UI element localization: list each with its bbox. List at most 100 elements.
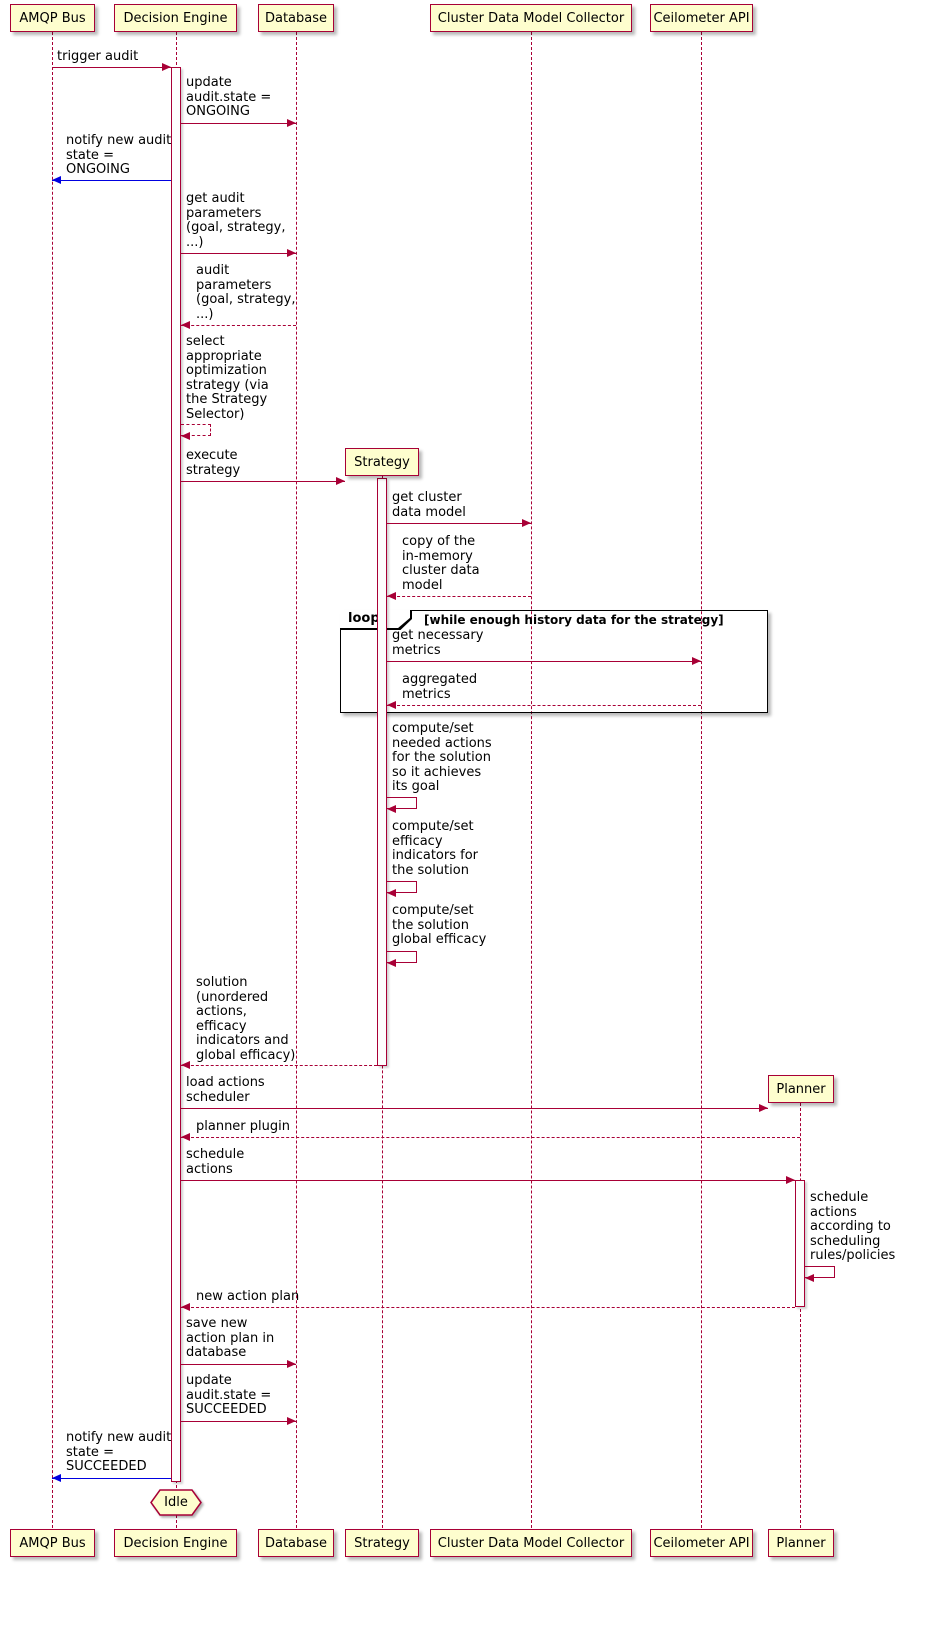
arrowhead: [162, 63, 171, 71]
idle-state-label: Idle: [164, 1495, 188, 1510]
activation-strategy: [377, 478, 387, 1066]
message-label: update audit.state = ONGOING: [186, 75, 272, 119]
arrowhead: [181, 1061, 190, 1069]
arrowhead: [336, 477, 345, 485]
participant-ceilometer-api-top: Ceilometer API: [650, 4, 753, 32]
hexagon-shape: [150, 1489, 202, 1516]
participant-amqp-bus-bottom: AMQP Bus: [10, 1529, 95, 1557]
message-arrow: [181, 325, 296, 326]
message-arrow: [387, 596, 531, 597]
message-arrow: [52, 1478, 171, 1479]
arrowhead: [522, 519, 531, 527]
lifeline-amqp-bus: [52, 32, 53, 1528]
message-arrow: [181, 481, 345, 482]
message-arrow: [181, 1364, 296, 1365]
message-label: execute strategy: [186, 448, 241, 478]
arrowhead: [287, 1417, 296, 1425]
arrowhead: [181, 1303, 190, 1311]
message-label: select appropriate optimization strategy…: [186, 334, 269, 422]
message-arrow: [181, 253, 296, 254]
activation-decision-engine: [171, 67, 181, 1482]
participant-decision-engine-bottom: Decision Engine: [114, 1529, 237, 1557]
message-arrow: [181, 1137, 800, 1138]
participant-amqp-bus-top: AMQP Bus: [10, 4, 95, 32]
message-label: save new action plan in database: [186, 1316, 275, 1360]
message-label: compute/set efficacy indicators for the …: [392, 819, 479, 878]
arrowhead: [759, 1104, 768, 1112]
participant-planner-bottom: Planner: [768, 1529, 834, 1557]
self-message-arrow: [805, 1266, 835, 1278]
arrowhead: [52, 1474, 61, 1482]
message-label: compute/set the solution global efficacy: [392, 903, 487, 947]
message-arrow: [181, 1065, 377, 1066]
message-arrow: [387, 523, 531, 524]
arrowhead: [387, 805, 396, 813]
loop-keyword: loop: [340, 610, 410, 628]
loop-condition: [while enough history data for the strat…: [424, 613, 724, 627]
participant-cluster-data-model-collector-top: Cluster Data Model Collector: [430, 4, 632, 32]
self-message-arrow: [387, 797, 417, 809]
activation-planner: [795, 1180, 805, 1307]
lifeline-ceilometer-api: [701, 32, 702, 1528]
message-label: copy of the in-memory cluster data model: [402, 534, 480, 593]
message-label: solution (unordered actions, efficacy in…: [196, 975, 296, 1063]
participant-cluster-data-model-collector-bottom: Cluster Data Model Collector: [430, 1529, 632, 1557]
message-label: update audit.state = SUCCEEDED: [186, 1373, 272, 1417]
participant-decision-engine-top: Decision Engine: [114, 4, 237, 32]
loop-frame: [340, 610, 768, 713]
message-arrow: [181, 1180, 795, 1181]
message-label: load actions scheduler: [186, 1075, 265, 1105]
message-label: compute/set needed actions for the solut…: [392, 721, 492, 794]
message-label: notify new audit state = SUCCEEDED: [66, 1430, 172, 1474]
message-label: schedule actions according to scheduling…: [810, 1190, 896, 1263]
arrowhead: [52, 176, 61, 184]
lifeline-database: [296, 32, 297, 1528]
message-arrow: [181, 123, 296, 124]
message-arrow: [181, 1421, 296, 1422]
participant-strategy-bottom: Strategy: [345, 1529, 419, 1557]
arrowhead: [805, 1274, 814, 1282]
self-message-arrow: [387, 951, 417, 963]
arrowhead: [181, 321, 190, 329]
arrowhead: [181, 1133, 190, 1141]
self-message-arrow: [181, 424, 211, 436]
message-arrow: [181, 1307, 795, 1308]
message-label: trigger audit: [57, 49, 139, 64]
message-label: audit parameters (goal, strategy, ...): [196, 263, 296, 322]
arrowhead: [786, 1176, 795, 1184]
message-label: new action plan: [196, 1289, 300, 1304]
message-arrow: [52, 67, 171, 68]
loop-frame-tab: loop: [340, 610, 412, 630]
message-arrow: [52, 180, 171, 181]
arrowhead: [387, 959, 396, 967]
arrowhead: [287, 1360, 296, 1368]
arrowhead: [181, 432, 190, 440]
arrowhead: [387, 889, 396, 897]
participant-planner-created: Planner: [768, 1075, 834, 1103]
self-message-arrow: [387, 881, 417, 893]
lifeline-planner: [800, 1103, 801, 1528]
idle-state-hexagon: Idle: [150, 1489, 202, 1516]
message-label: get audit parameters (goal, strategy, ..…: [186, 191, 286, 250]
message-label: get cluster data model: [392, 490, 466, 520]
